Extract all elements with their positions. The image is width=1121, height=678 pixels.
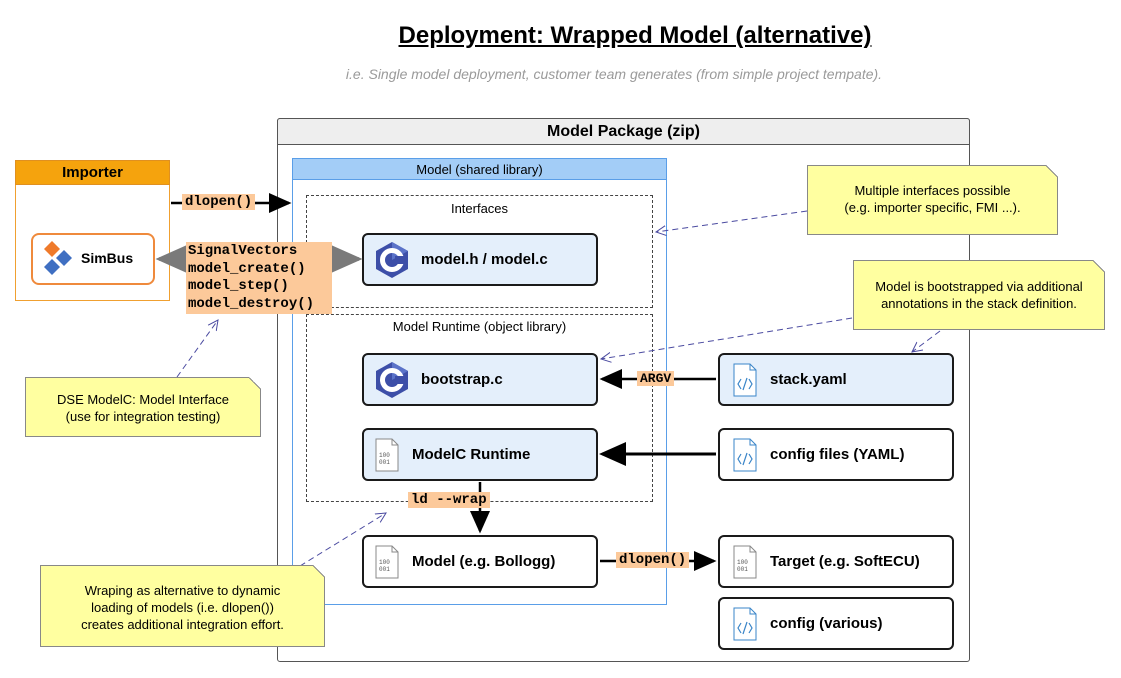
model-h-box[interactable]: model.h / model.c: [362, 233, 598, 286]
c-language-icon: [374, 361, 410, 399]
note-bootstrap-line1: Model is bootstrapped via additional: [875, 279, 1083, 294]
stack-yaml-box[interactable]: stack.yaml: [718, 353, 954, 406]
note-interfaces-line1: Multiple interfaces possible: [854, 183, 1011, 198]
page-subtitle: i.e. Single model deployment, customer t…: [345, 66, 883, 82]
model-h-label: model.h / model.c: [421, 251, 548, 268]
note-wrapping-line2: loading of models (i.e. dlopen()): [91, 600, 274, 615]
note-wrapping-line3: creates additional integration effort.: [81, 617, 284, 632]
target-label: Target (e.g. SoftECU): [770, 553, 920, 570]
interfaces-label: Interfaces: [450, 201, 509, 216]
signal-vectors-label: SignalVectors model_create() model_step(…: [186, 242, 332, 314]
code-file-icon: [732, 438, 758, 472]
note-bootstrap: Model is bootstrapped via additional ann…: [853, 260, 1105, 330]
svg-text:100: 100: [737, 559, 748, 566]
simbus-label: SimBus: [81, 250, 134, 266]
config-various-label: config (various): [770, 615, 883, 632]
svg-text:001: 001: [379, 566, 390, 573]
simbus-box[interactable]: SimBus: [31, 233, 155, 285]
dlopen-target-label: dlopen(): [616, 552, 690, 568]
config-files-box[interactable]: config files (YAML): [718, 428, 954, 481]
model-step-line: model_step(): [188, 278, 289, 294]
argv-label: ARGV: [637, 371, 675, 386]
svg-text:001: 001: [737, 566, 748, 573]
modelc-runtime-label: ModelC Runtime: [412, 446, 531, 463]
note-modelc-line2: (use for integration testing): [65, 409, 221, 424]
svg-text:001: 001: [379, 459, 390, 466]
config-various-box[interactable]: config (various): [718, 597, 954, 650]
model-create-line: model_create(): [188, 260, 306, 277]
model-label: Model (e.g. Bollogg): [412, 553, 556, 570]
ld-wrap-label: ld --wrap: [408, 492, 490, 508]
dlopen-importer-label: dlopen(): [182, 194, 256, 210]
model-package-header: Model Package (zip): [277, 118, 970, 145]
note-interfaces: Multiple interfaces possible (e.g. impor…: [807, 165, 1058, 235]
note-interfaces-line2: (e.g. importer specific, FMI ...).: [844, 200, 1021, 215]
importer-header: Importer: [15, 160, 170, 185]
svg-text:100: 100: [379, 452, 390, 459]
model-destroy-line: model_destroy(): [188, 295, 315, 312]
bootstrap-box[interactable]: bootstrap.c: [362, 353, 598, 406]
bootstrap-label: bootstrap.c: [421, 371, 503, 388]
note-modelc: DSE ModelC: Model Interface (use for int…: [25, 377, 261, 437]
note-bootstrap-line2: annotations in the stack definition.: [881, 296, 1077, 311]
stack-yaml-label: stack.yaml: [770, 371, 847, 388]
note-modelc-line1: DSE ModelC: Model Interface: [57, 392, 229, 407]
code-file-icon: [732, 363, 758, 397]
simbus-diamond-icon: [42, 240, 74, 278]
page-title: Deployment: Wrapped Model (alternative): [398, 22, 872, 49]
svg-text:100: 100: [379, 559, 390, 566]
config-files-label: config files (YAML): [770, 446, 905, 463]
runtime-label: Model Runtime (object library): [392, 319, 567, 334]
model-library-header: Model (shared library): [292, 158, 667, 180]
note-wrapping: Wraping as alternative to dynamic loadin…: [40, 565, 325, 647]
code-file-icon: [732, 607, 758, 641]
signal-vectors-line: SignalVectors: [188, 243, 298, 259]
note-wrapping-line1: Wraping as alternative to dynamic: [84, 583, 281, 598]
c-language-icon: [374, 241, 410, 279]
